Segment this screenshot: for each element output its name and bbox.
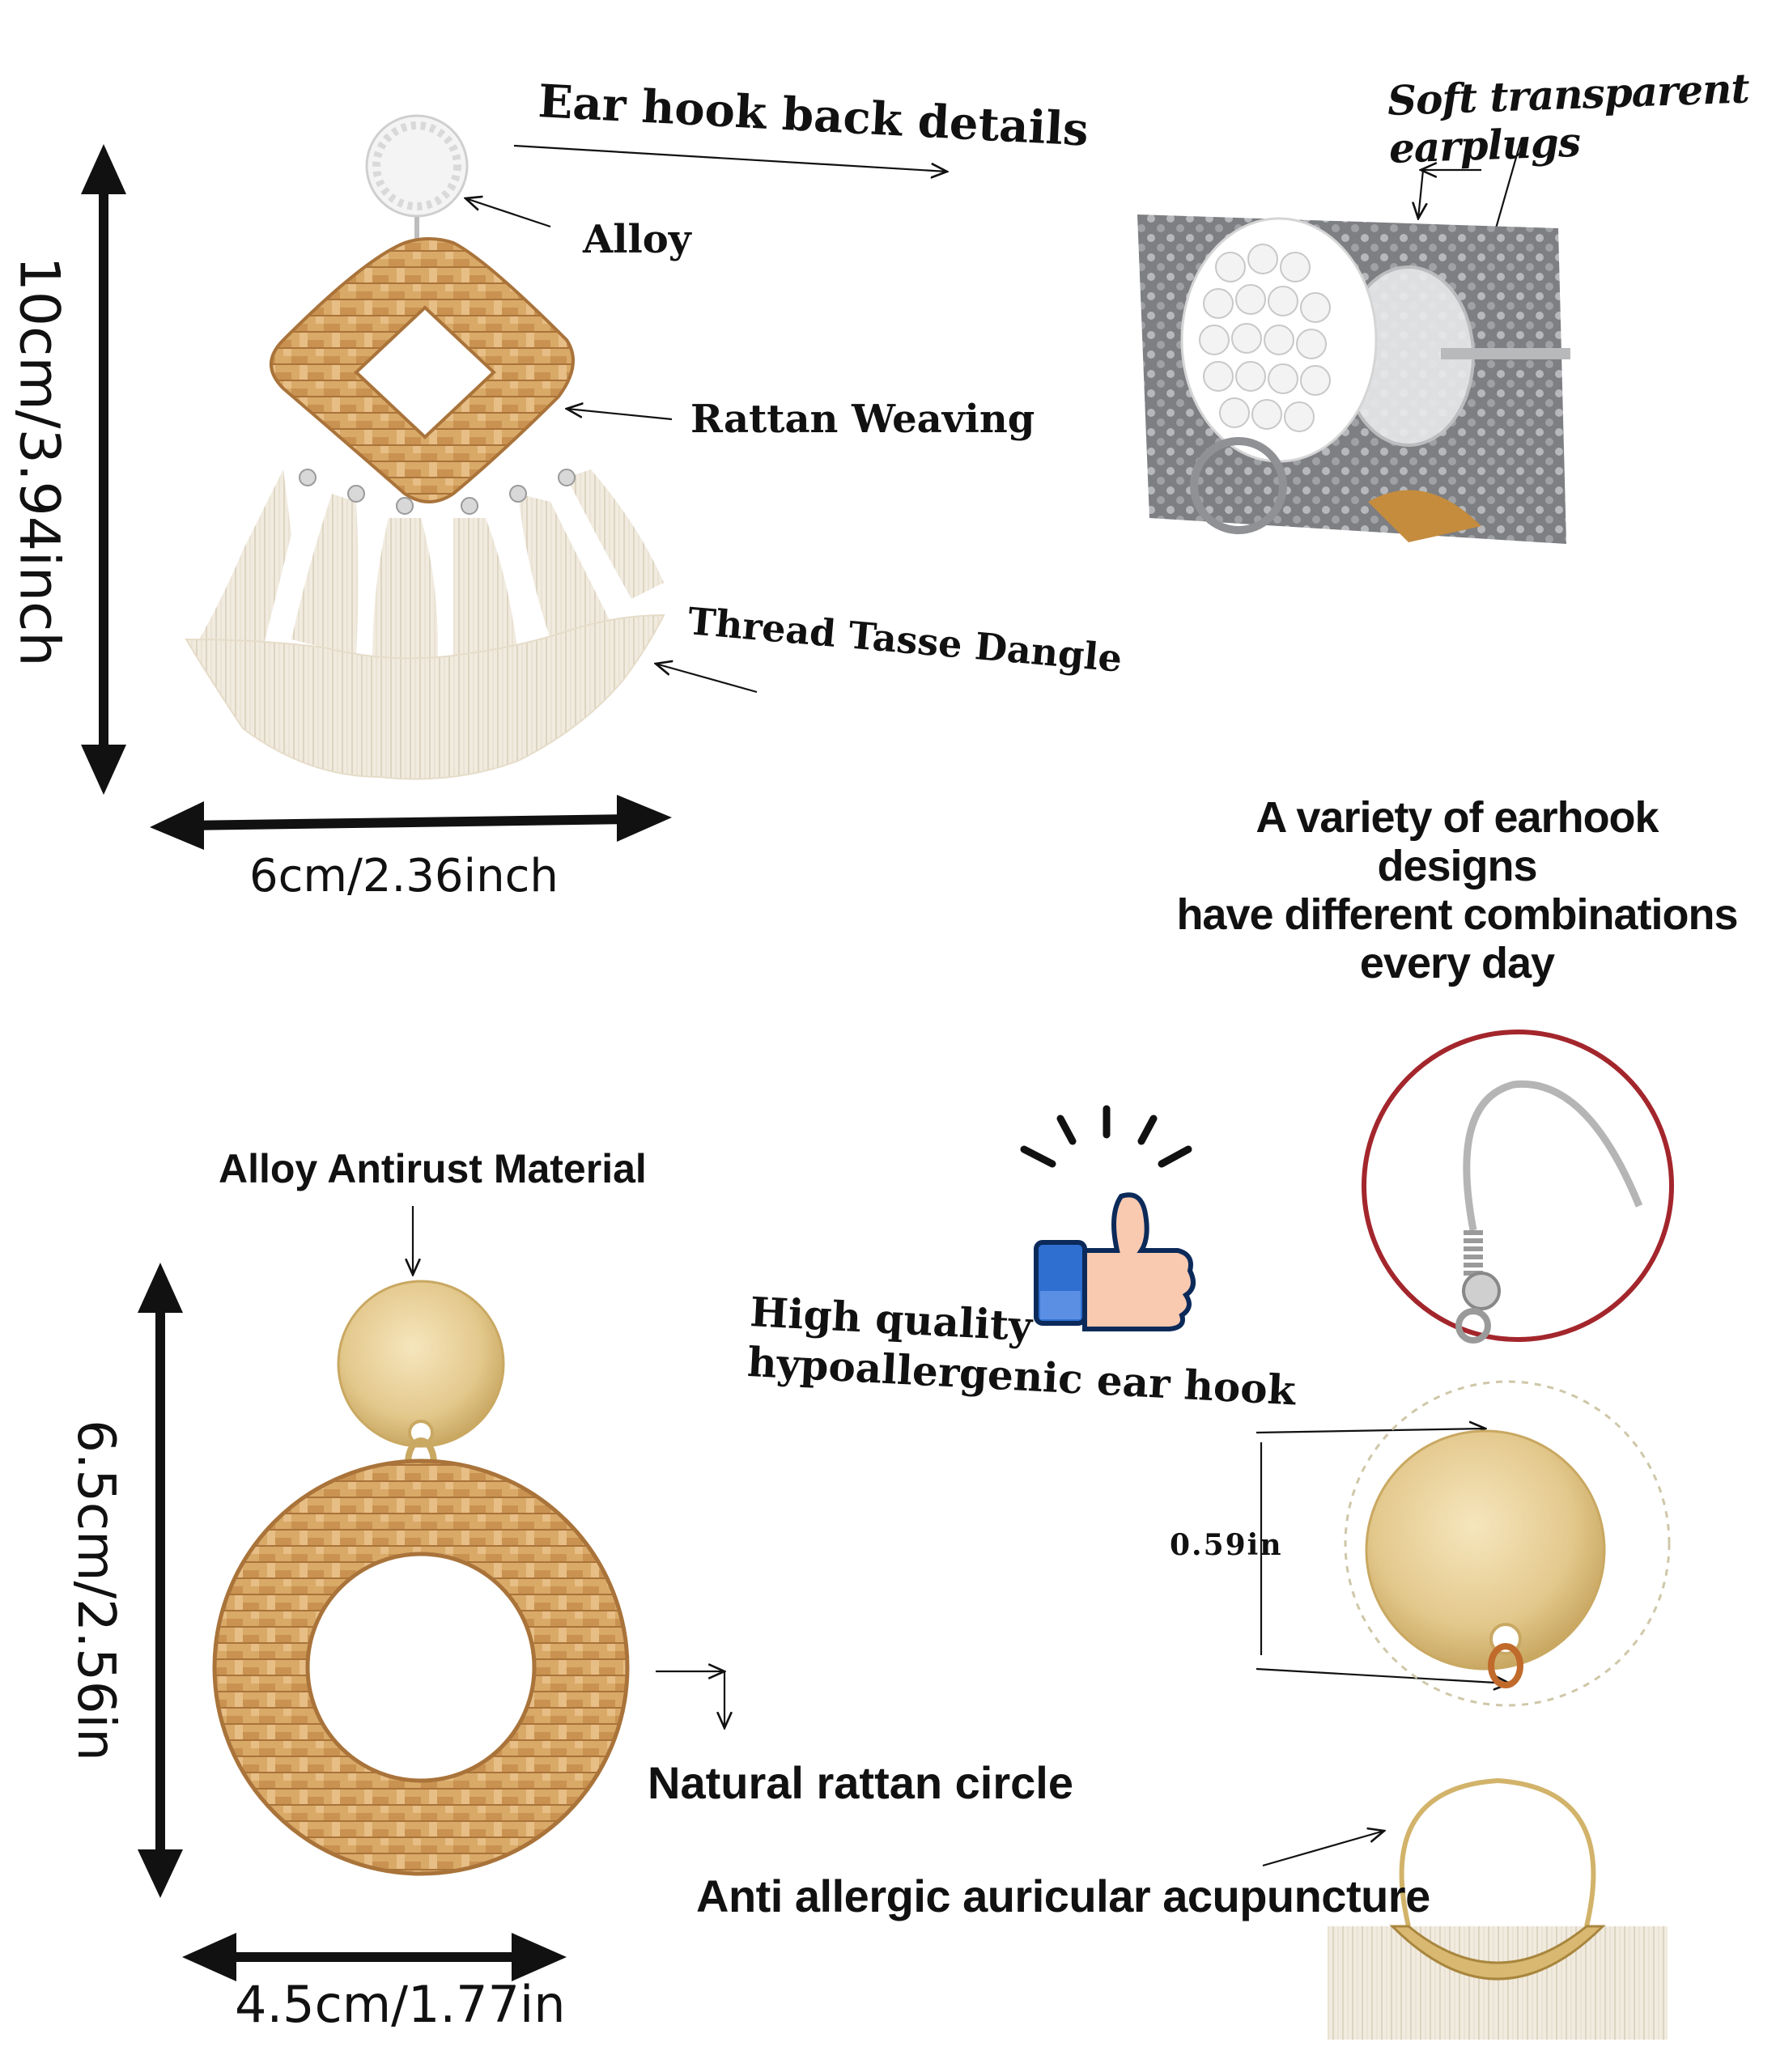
- gold-hoop-tassel: [1328, 1777, 1668, 2040]
- soft-earplugs-label: Soft transparent earplugs: [1386, 64, 1750, 172]
- variety-line-3: every day: [1359, 939, 1555, 987]
- rattan-weaving-label: Rattan Weaving: [690, 397, 1035, 442]
- variety-line-1: A variety of earhook designs: [1256, 793, 1659, 890]
- natural-rattan-circle-label: Natural rattan circle: [648, 1757, 1073, 1808]
- variety-line-2: have different combinations: [1176, 890, 1738, 939]
- variety-text: A variety of earhook designs have differ…: [1174, 793, 1740, 987]
- bottom-height-arrow: [138, 1263, 183, 1898]
- ear-hook-back-photo: [1137, 214, 1570, 544]
- bottom-height-label: 6.5cm/2.56in: [66, 1420, 125, 1761]
- thumbs-up-icon: [1034, 1192, 1196, 1331]
- disc-size-label: 0.59in: [1170, 1528, 1283, 1562]
- ear-wire-circle: [1362, 1030, 1674, 1344]
- top-width-arrow: [150, 795, 672, 850]
- rattan-circle-earring: [212, 1280, 630, 1876]
- rattan-tassel-earring: [185, 114, 665, 780]
- top-width-label: 6cm/2.36inch: [249, 850, 559, 902]
- anti-allergic-label: Anti allergic auricular acupuncture: [696, 1870, 1430, 1921]
- gold-disc-detail: [1344, 1380, 1671, 1707]
- top-height-label: 10cm/3.94inch: [6, 256, 71, 667]
- alloy-antirust-label: Alloy Antirust Material: [219, 1146, 647, 1191]
- bottom-width-label: 4.5cm/1.77in: [235, 1975, 566, 2034]
- sparkle-lines-icon: [1020, 1105, 1192, 1168]
- top-pointer-lines: [465, 137, 1523, 694]
- alloy-label: Alloy: [583, 217, 691, 262]
- top-height-arrow: [81, 144, 126, 795]
- bottom-width-arrow: [182, 1933, 567, 1981]
- bottom-pointer-lines: [413, 1206, 1510, 1867]
